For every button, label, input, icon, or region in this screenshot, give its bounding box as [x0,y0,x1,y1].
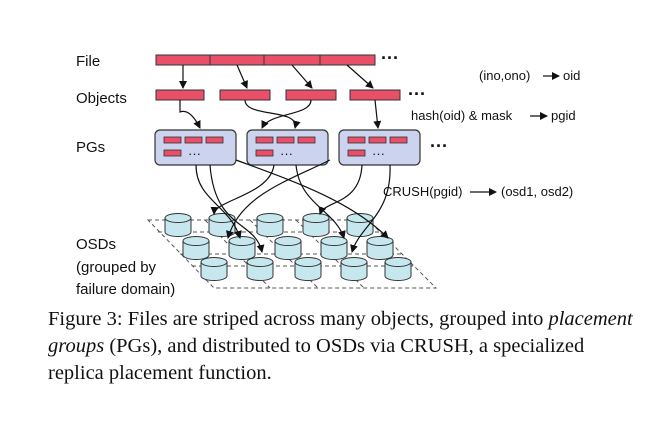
pg-to-osd-arrows [195,159,391,253]
object-to-pg-arrows [179,99,382,129]
crush-annotation: CRUSH(pgid) (osd1, osd2) [383,184,573,199]
svg-text:CRUSH(pgid): CRUSH(pgid) [383,184,462,199]
caption-part2: (PGs), and distributed to OSDs via CRUSH… [48,335,585,384]
osd-disk [274,236,302,260]
pgs-ellipsis: ··· [430,136,448,156]
figure-caption: Figure 3: Files are striped across many … [48,306,633,387]
pg-box-1: ··· [154,129,237,166]
osds-failure-domain-label: failure domain) [76,281,175,298]
caption-emphasis: placement groups [48,308,633,357]
osd-disk [246,257,274,281]
osd-disk [320,236,348,260]
file-ellipsis: ··· [381,48,399,68]
file-to-object-arrows [179,64,374,89]
file-label: File [76,53,100,70]
osd-disk [200,257,228,281]
svg-text:···: ··· [188,146,201,161]
oid-annotation: (ino,ono) oid [479,68,580,83]
object-2 [219,89,271,101]
svg-text:···: ··· [280,146,293,161]
objects-ellipsis: ··· [408,84,426,104]
object-3 [285,89,337,101]
svg-text:pgid: pgid [551,108,576,123]
file-stripe [155,54,376,66]
object-1 [155,89,205,101]
pgid-annotation: hash(oid) & mask pgid [411,108,576,123]
ceph-placement-diagram: File Objects PGs OSDs (grouped by failur… [76,48,580,298]
osd-disk [366,236,394,260]
pg-box-2: ··· [246,129,329,166]
osd-disks [164,213,412,281]
osd-disk [256,213,284,237]
osd-disk [340,257,368,281]
svg-text:(ino,ono): (ino,ono) [479,68,530,83]
object-4 [349,89,401,101]
osd-disk [302,213,330,237]
osd-disk [294,257,322,281]
svg-text:···: ··· [372,146,385,161]
svg-text:(osd1, osd2): (osd1, osd2) [501,184,573,199]
pg-box-3: ··· [338,129,421,166]
osd-disk [384,257,412,281]
osd-disk [164,213,192,237]
object-stripes [155,89,401,101]
osd-disk [182,236,210,260]
osds-label: OSDs [76,236,116,253]
svg-text:oid: oid [563,68,580,83]
osd-disk [228,236,256,260]
caption-part1: Figure 3: Files are striped across many … [48,308,549,330]
pgs-label: PGs [76,139,105,156]
objects-label: Objects [76,90,127,107]
osds-grouped-label: (grouped by [76,259,157,276]
svg-text:hash(oid) & mask: hash(oid) & mask [411,108,513,123]
